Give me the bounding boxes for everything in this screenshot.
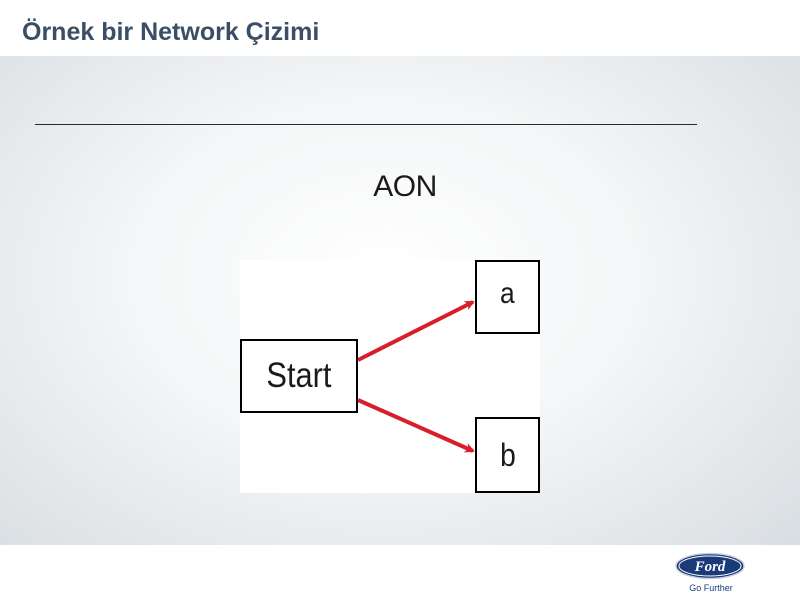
ford-logo-icon: Ford bbox=[675, 552, 745, 580]
diagram-heading: AON bbox=[373, 170, 437, 203]
footer bbox=[0, 545, 800, 600]
node-start-label: Start bbox=[266, 356, 332, 395]
node-a: a bbox=[475, 260, 540, 334]
title-bar: Örnek bir Network Çizimi bbox=[0, 0, 800, 56]
slide-title: Örnek bir Network Çizimi bbox=[22, 18, 320, 46]
network-diagram: Start a b bbox=[240, 260, 540, 493]
node-a-label: a bbox=[500, 277, 515, 310]
node-b: b bbox=[475, 417, 540, 493]
node-b-label: b bbox=[499, 436, 516, 473]
tagline: Go Further bbox=[689, 583, 733, 593]
edge-start-to-b bbox=[357, 398, 475, 453]
node-start: Start bbox=[240, 339, 358, 413]
ford-logo-text: Ford bbox=[694, 559, 726, 575]
diagram-edges bbox=[357, 300, 475, 453]
horizontal-rule bbox=[35, 124, 697, 125]
edge-start-to-a bbox=[357, 300, 475, 362]
